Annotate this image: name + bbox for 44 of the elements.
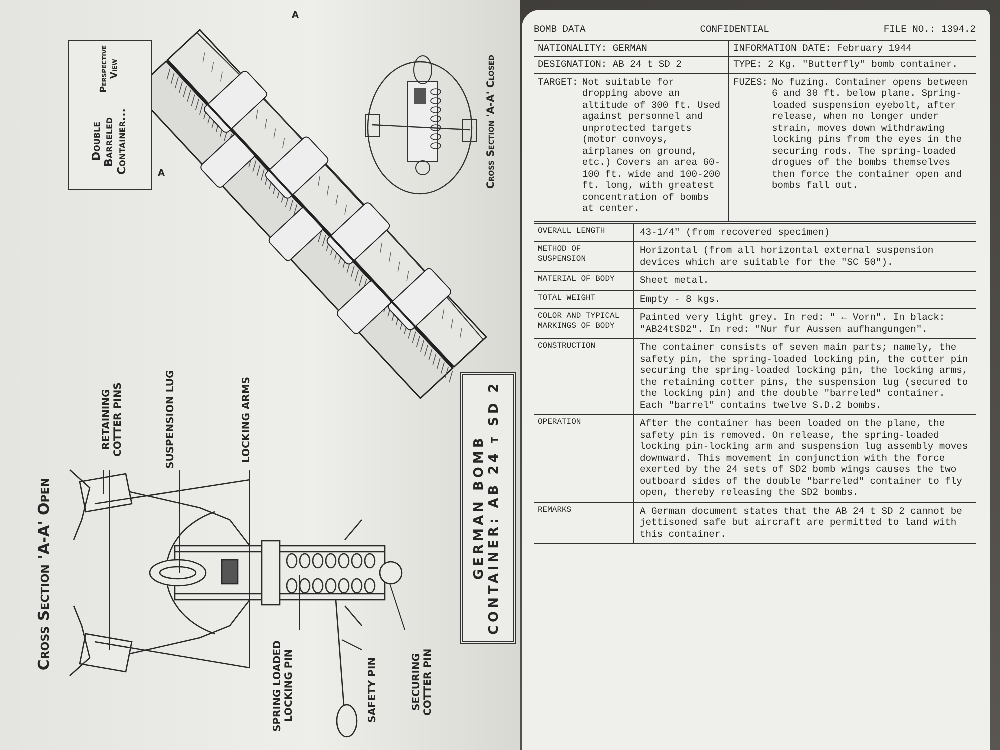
field-text: No fuzing. Container opens between 6 and 30 ft. below plane. Spring-loaded suspension eyebolt, after release, when no longer under strain, moves down withdrawing locking pins from the eyes in the securing rods. The spring-loaded drogues of the bombs themselves then force the container open and bombs fall out. [772, 76, 969, 193]
panel-heading: Double Barreled Container... [91, 108, 129, 178]
section-marker: A [158, 170, 165, 180]
row-value: Empty - 8 kgs. [639, 292, 722, 306]
part-label: SECURING COTTER PIN [405, 630, 441, 734]
info-field: TYPE: 2 Kg. "Butterfly" bomb container. [728, 57, 976, 72]
part-label: SUSPENSION LUG [160, 370, 182, 470]
row-heading: MATERIAL OF BODY [534, 272, 634, 290]
field-heading: FUZES: [733, 76, 768, 90]
part-label: LOCKING ARMS [236, 370, 258, 470]
row-heading: COLOR AND TYPICAL MARKINGS OF BODY [534, 309, 634, 338]
leader-line [390, 584, 406, 630]
row-heading: METHOD OF SUSPENSION [534, 242, 634, 271]
section-marker: A [292, 12, 299, 22]
part-label: SPRING LOADED LOCKING PIN [266, 630, 302, 742]
row-value: After the container has been loaded on the plane, the safety pin is removed. On release, the spring-loaded locking pin-locking arm and suspension lug assembly moves downward. This movement in conjunction with the force exerted by the 24 sets of SD2 bomb wings causes the two outboard sides of the double "barreled" container to fly open, thereby releasing the SD2 bombs. [639, 417, 970, 500]
row-heading: CONSTRUCTION [534, 339, 634, 414]
row-value: Painted very light grey. In red: " ← Vorn". In black: "AB24tSD2". In red: "Nur fur Aussen aufhangungen". [639, 311, 946, 336]
panel-subheading: Perspective View [100, 45, 120, 93]
row-heading: REMARKS [534, 502, 634, 543]
row-value: Sheet metal. [639, 274, 710, 288]
field-text: Not suitable for dropping above an altitude of 300 ft. Used against personnel and unprotected targets (motor convoys, airplanes on ground, etc.) Covers an area 60-100 ft. wide and 100-200 ft. long, with greatest concentration of bombs at center. [582, 76, 722, 214]
classification-heading: CONFIDENTIAL [700, 24, 770, 36]
row-value: The container consists of seven main parts; namely, the safety pin, the spring-loaded locking pin, the cotter pin securing the spring-loaded locking pin, the locking arms, the retaining cotter pins, the suspension lug (secured to the locking pin) and the double "barreled" container. Each "barrel" contains twelve S.D.2 bombs. [639, 341, 970, 412]
part-label: RETAINING COTTER PINS [95, 370, 131, 470]
view-caption-panel [68, 40, 152, 190]
row-heading: TOTAL WEIGHT [534, 290, 634, 308]
info-field: INFORMATION DATE: February 1944 [728, 40, 976, 56]
row-heading: OPERATION [534, 415, 634, 502]
section-caption: Cross Section 'A-A' Closed [486, 55, 497, 190]
field-heading: TARGET: [538, 76, 578, 90]
part-label: SAFETY PIN [362, 650, 384, 730]
info-field: NATIONALITY: GERMAN [534, 40, 728, 56]
panel-heading: GERMAN BOMB CONTAINER: AB 24 t SD 2 [473, 380, 503, 637]
section-heading: BOMB DATA [534, 24, 586, 36]
row-heading: OVERALL LENGTH [534, 224, 634, 241]
row-value: 43-1/4" (from recovered specimen) [639, 226, 831, 240]
row-value: Horizontal (from all horizontal external suspension devices which are suitable for the "SC 50"). [639, 244, 935, 270]
file-number: FILE NO.: 1394.2 [884, 24, 976, 36]
title-panel [460, 372, 516, 644]
info-field: DESIGNATION: AB 24 t SD 2 [534, 57, 728, 72]
row-value: A German document states that the AB 24 t SD 2 cannot be jettisoned safe but aircraft are permitted to land with this container. [639, 504, 964, 542]
leader-line [342, 640, 362, 650]
section-caption: Cross Section 'A-A' Open [36, 478, 52, 671]
